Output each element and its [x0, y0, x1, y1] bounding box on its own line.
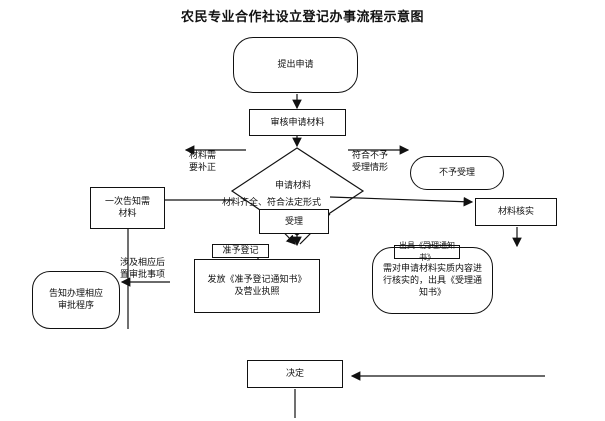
accept-label: 受理	[284, 216, 303, 227]
verify-notice-overlap: 出具《受理通知书》	[394, 241, 460, 262]
page-title: 农民专业合作社设立登记办事流程示意图	[180, 10, 424, 25]
involves-label: 涉及相应后 置审批事项	[120, 258, 166, 280]
notify-once-node: 一次告知需 材料	[90, 187, 165, 229]
verify-notice-label: 需对申请材料实质内容进行核实的，出具《受理通知书》	[382, 263, 482, 298]
decide-label: 决定	[285, 369, 304, 379]
inform-node: 告知办理相应 审批程序	[32, 271, 120, 329]
verify-node: 材料核实	[475, 198, 557, 226]
verify-notice-overlap-label: 出具《受理通知书》	[399, 241, 455, 262]
accept-node: 受理	[259, 209, 329, 234]
inform-label: 告知办理相应 审批程序	[48, 289, 103, 311]
verify-label: 材料核实	[497, 207, 534, 217]
issue-notice-node: 发放《准予登记通知书》 及营业执照	[194, 259, 320, 313]
notify-once-label: 一次告知需 材料	[104, 197, 150, 219]
diamond-top-label: 申请材料	[275, 181, 312, 191]
review-node: 审核申请材料	[249, 109, 346, 136]
approve-node: 准予登记	[212, 244, 269, 258]
decide-node: 决定	[247, 360, 343, 388]
review-label: 审核申请材料	[270, 117, 325, 128]
diamond-bottom-label: 材料齐全、符合法定形式	[222, 198, 322, 208]
issue-notice-label: 发放《准予登记通知书》	[207, 275, 307, 285]
reject-node: 不予受理	[410, 156, 504, 190]
reject-label: 不予受理	[438, 168, 475, 178]
approve-label: 准予登记	[222, 246, 259, 256]
issue-license-label: 及营业执照	[234, 287, 280, 297]
not-meet-label: 符合不予 受理情形	[352, 151, 389, 173]
arrow-to-verify	[329, 196, 474, 207]
need-supplement-label: 材料需 要补正	[189, 151, 217, 173]
submit-label: 提出申请	[277, 60, 314, 70]
submit-node: 提出申请	[233, 37, 358, 93]
